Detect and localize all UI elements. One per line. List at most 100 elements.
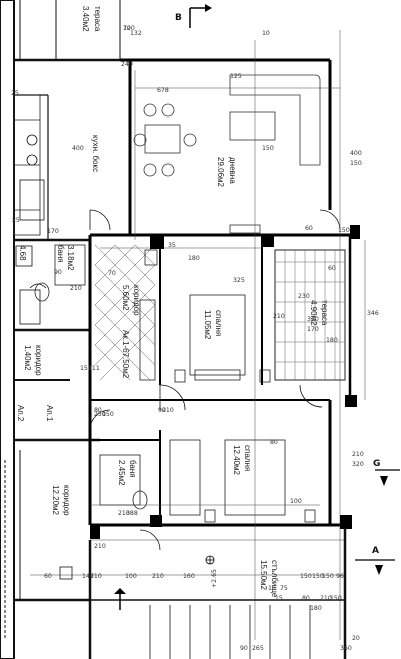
dimension-label: 210 [118,510,130,517]
room-terasa-top-name: тераса [93,6,102,32]
kitchen-counter [13,94,41,236]
section-mark-a-label: A [372,546,379,556]
room-bedroom1-area: 11.05м2 [203,310,212,340]
dimension-label: 15 [268,585,276,592]
dimension-label: 80 [94,407,102,414]
room-stair-area: 15.50м2 [259,560,268,591]
dimension-label: 60 [44,573,52,580]
dimension-label: 180 [326,337,338,344]
dimension-label: 150 [330,595,342,602]
room-ak2-label: Ап.2 [16,405,25,422]
dimension-label: 230 [298,293,310,300]
living-furniture [133,74,321,234]
dimension-label: 180 [188,255,200,262]
doors [89,209,341,551]
room-living-name: дневна [228,157,237,184]
dimension-label: 10 [262,30,270,37]
room-kitchen-name: кухн. бокс [91,135,100,172]
dimension-label: 370 [307,316,319,323]
dimension-label: 150 [322,573,334,580]
dimension-label: 710 [90,573,102,580]
dimension-label: 80 [302,595,310,602]
dimension-label: 678 [157,87,169,94]
dimension-label: 210 [152,573,164,580]
room-corridor-bottom-name: коридор [62,485,71,516]
dimension-label: 90 [158,407,166,414]
dimension-label: 360 [340,645,352,652]
dimension-label: 180 [310,605,322,612]
dimension-label: 15 [275,595,283,602]
room-corridor-mid-name: коридор [34,345,43,376]
dimension-label: 210 [320,595,332,602]
bath-fixtures [34,244,158,510]
room-bath-top-left-area: 4.68 [18,245,27,261]
dimension-label: 150 [338,227,350,234]
dimension-label: 265 [252,645,264,652]
dimension-label: 96 [336,573,344,580]
room-terasa-right-name: тераса [320,300,329,326]
dimension-label: 90 [54,269,62,276]
room-bath-top-area: 3.18м2 [66,245,75,271]
room-corridor-bottom-area: 12.20м2 [51,485,60,516]
dimension-label: 100 [290,498,302,505]
dimension-label: 80 [270,439,278,446]
room-ak1-label: Ак.1-67.50м2 [121,330,130,379]
room-terasa-top-area: 3.40м2 [81,6,90,32]
room-bedroom2-area: 12.40м2 [232,445,241,476]
terrace-right-hatch [274,249,346,381]
dimension-label: 210 [273,313,285,320]
dimension-label: 320 [352,461,364,468]
room-bath-mid-name: баня [128,460,137,478]
dimension-label: 160 [183,573,195,580]
dimension-label: 90 [240,645,248,652]
dimension-label: 25 [11,90,19,97]
dimension-label: 150 [312,573,324,580]
dimension-label: 70 [123,25,131,32]
dimension-lines [30,30,366,640]
section-marker-bottom [114,588,126,610]
dimension-label: 211 [88,365,100,372]
dimension-label: 60 [305,225,313,232]
dimension-label: 325 [233,277,245,284]
dimension-label: 75 [280,585,288,592]
stair-area [59,525,347,659]
dimension-label: 210 [70,285,82,292]
dimension-label: 250 [94,411,106,418]
dimension-label: 400 [350,150,362,157]
dimension-label: 400 [72,145,84,152]
dimension-label: 120 [123,25,135,32]
room-living-area: 29.06м2 [216,157,225,188]
dimension-label: 210 [162,407,174,414]
dimension-label: 70 [108,270,116,277]
room-corridor-top-area: 5.60м2 [121,285,130,311]
level-marker: +2.65 [205,555,218,588]
corridor-hatch [94,244,156,381]
room-bath-mid-area: 2.45м2 [117,460,126,486]
left-strip [0,0,121,659]
dimension-label: 143 [82,573,94,580]
dimension-label: 150 [300,573,312,580]
room-bedroom1-name: спалня [214,310,223,336]
dimension-label: 150 [262,145,274,152]
dimension-label: 388 [126,510,138,517]
dimension-label: 25 [12,217,20,224]
section-marker-g: G [373,459,400,486]
dimension-label: 346 [367,310,379,317]
dimension-label: 125 [230,73,242,80]
dimension-label: 150 [350,160,362,167]
dimension-label: 156 [80,365,92,372]
section-marker-a: A [355,546,395,575]
dimension-label: 170 [307,326,319,333]
room-corridor-mid-area: 1.40м2 [23,345,32,371]
dimension-label: 210 [352,451,364,458]
dimension-label: 210 [94,543,106,550]
dimension-label: 35 [168,242,176,249]
columns [90,225,360,539]
dimension-label: 150 [102,411,114,418]
room-terasa-right-area: 4.90м2 [309,300,318,326]
level-label: +2.65 [211,569,218,588]
dimension-label: 132 [130,30,142,37]
room-bedroom2-name: спалня [243,445,252,471]
